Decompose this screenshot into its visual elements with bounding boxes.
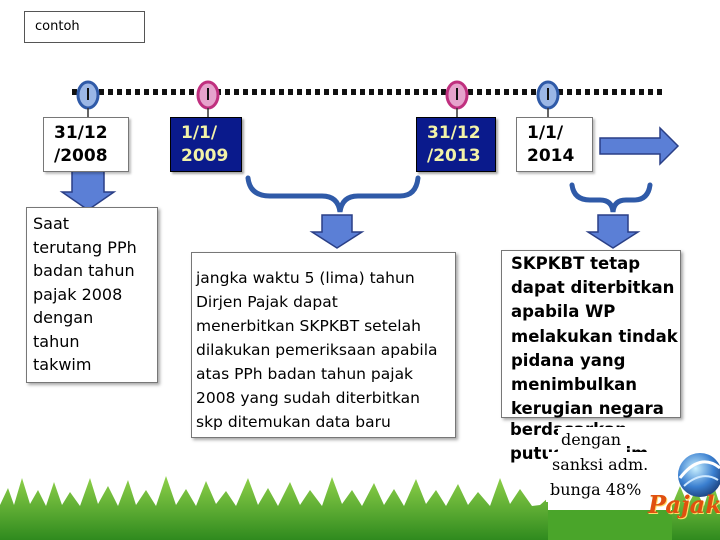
note-line: 2008 yang sudah diterbitkan (196, 386, 455, 410)
date-box-31-12-2008: 31/12 /2008 (43, 117, 129, 172)
date-line1: 31/12 (427, 122, 495, 145)
note-line: dengan (33, 306, 157, 330)
brace-right (572, 185, 650, 212)
note-line: skp ditemukan data baru (196, 410, 455, 434)
logo-text: Pajak (648, 490, 720, 519)
date-box-31-12-2013: 31/12 /2013 (416, 117, 496, 172)
note-line: Dirjen Pajak dapat (196, 290, 455, 314)
note-line: sanksi adm. (548, 452, 652, 477)
note-left: Saat terutang PPh badan tahun pajak 2008… (26, 207, 158, 383)
brace-middle (248, 178, 418, 212)
note-line: apabila WP (511, 300, 680, 324)
down-arrow-right (588, 215, 638, 248)
date-line2: /2008 (54, 145, 128, 168)
date-line1: 31/12 (54, 122, 128, 145)
right-arrow (600, 128, 678, 164)
date-line1: 1/1/ (527, 122, 592, 145)
date-line2: 2014 (527, 145, 592, 168)
note-line: SKPKBT tetap (511, 252, 680, 276)
note-line: menimbulkan (511, 373, 680, 397)
note-line: pidana yang (511, 349, 680, 373)
date-box-1-1-2014: 1/1/ 2014 (516, 117, 593, 172)
date-line2: 2009 (181, 145, 241, 168)
note-line: bunga 48% (546, 477, 645, 502)
note-line: melakukan tindak (511, 325, 680, 349)
note-line: dapat diterbitkan (511, 276, 680, 300)
note-line: tahun (33, 330, 157, 354)
note-line: terutang PPh (33, 236, 157, 260)
note-line: takwim (33, 353, 157, 377)
note-line: Saat (33, 212, 157, 236)
date-marker-2 (198, 82, 218, 120)
date-line2: /2013 (427, 145, 495, 168)
down-arrow-left (62, 171, 114, 210)
note-line: atas PPh badan tahun pajak (196, 362, 455, 386)
note-middle: jangka waktu 5 (lima) tahun Dirjen Pajak… (191, 252, 456, 438)
date-marker-3 (447, 82, 467, 120)
date-marker-4 (538, 82, 558, 120)
note-line: menerbitkan SKPKBT setelah (196, 314, 455, 338)
date-line1: 1/1/ (181, 122, 241, 145)
note-line: dilakukan pemeriksaan apabila (196, 338, 455, 362)
note-line: pajak 2008 (33, 283, 157, 307)
down-arrow-middle (312, 215, 362, 248)
note-line: badan tahun (33, 259, 157, 283)
example-tag: contoh (24, 11, 145, 43)
note-line: jangka waktu 5 (lima) tahun (196, 266, 455, 290)
date-marker-1 (78, 82, 98, 120)
note-right: SKPKBT tetap dapat diterbitkan apabila W… (501, 250, 681, 418)
note-line: dengan (558, 427, 627, 452)
date-box-1-1-2009: 1/1/ 2009 (170, 117, 242, 172)
